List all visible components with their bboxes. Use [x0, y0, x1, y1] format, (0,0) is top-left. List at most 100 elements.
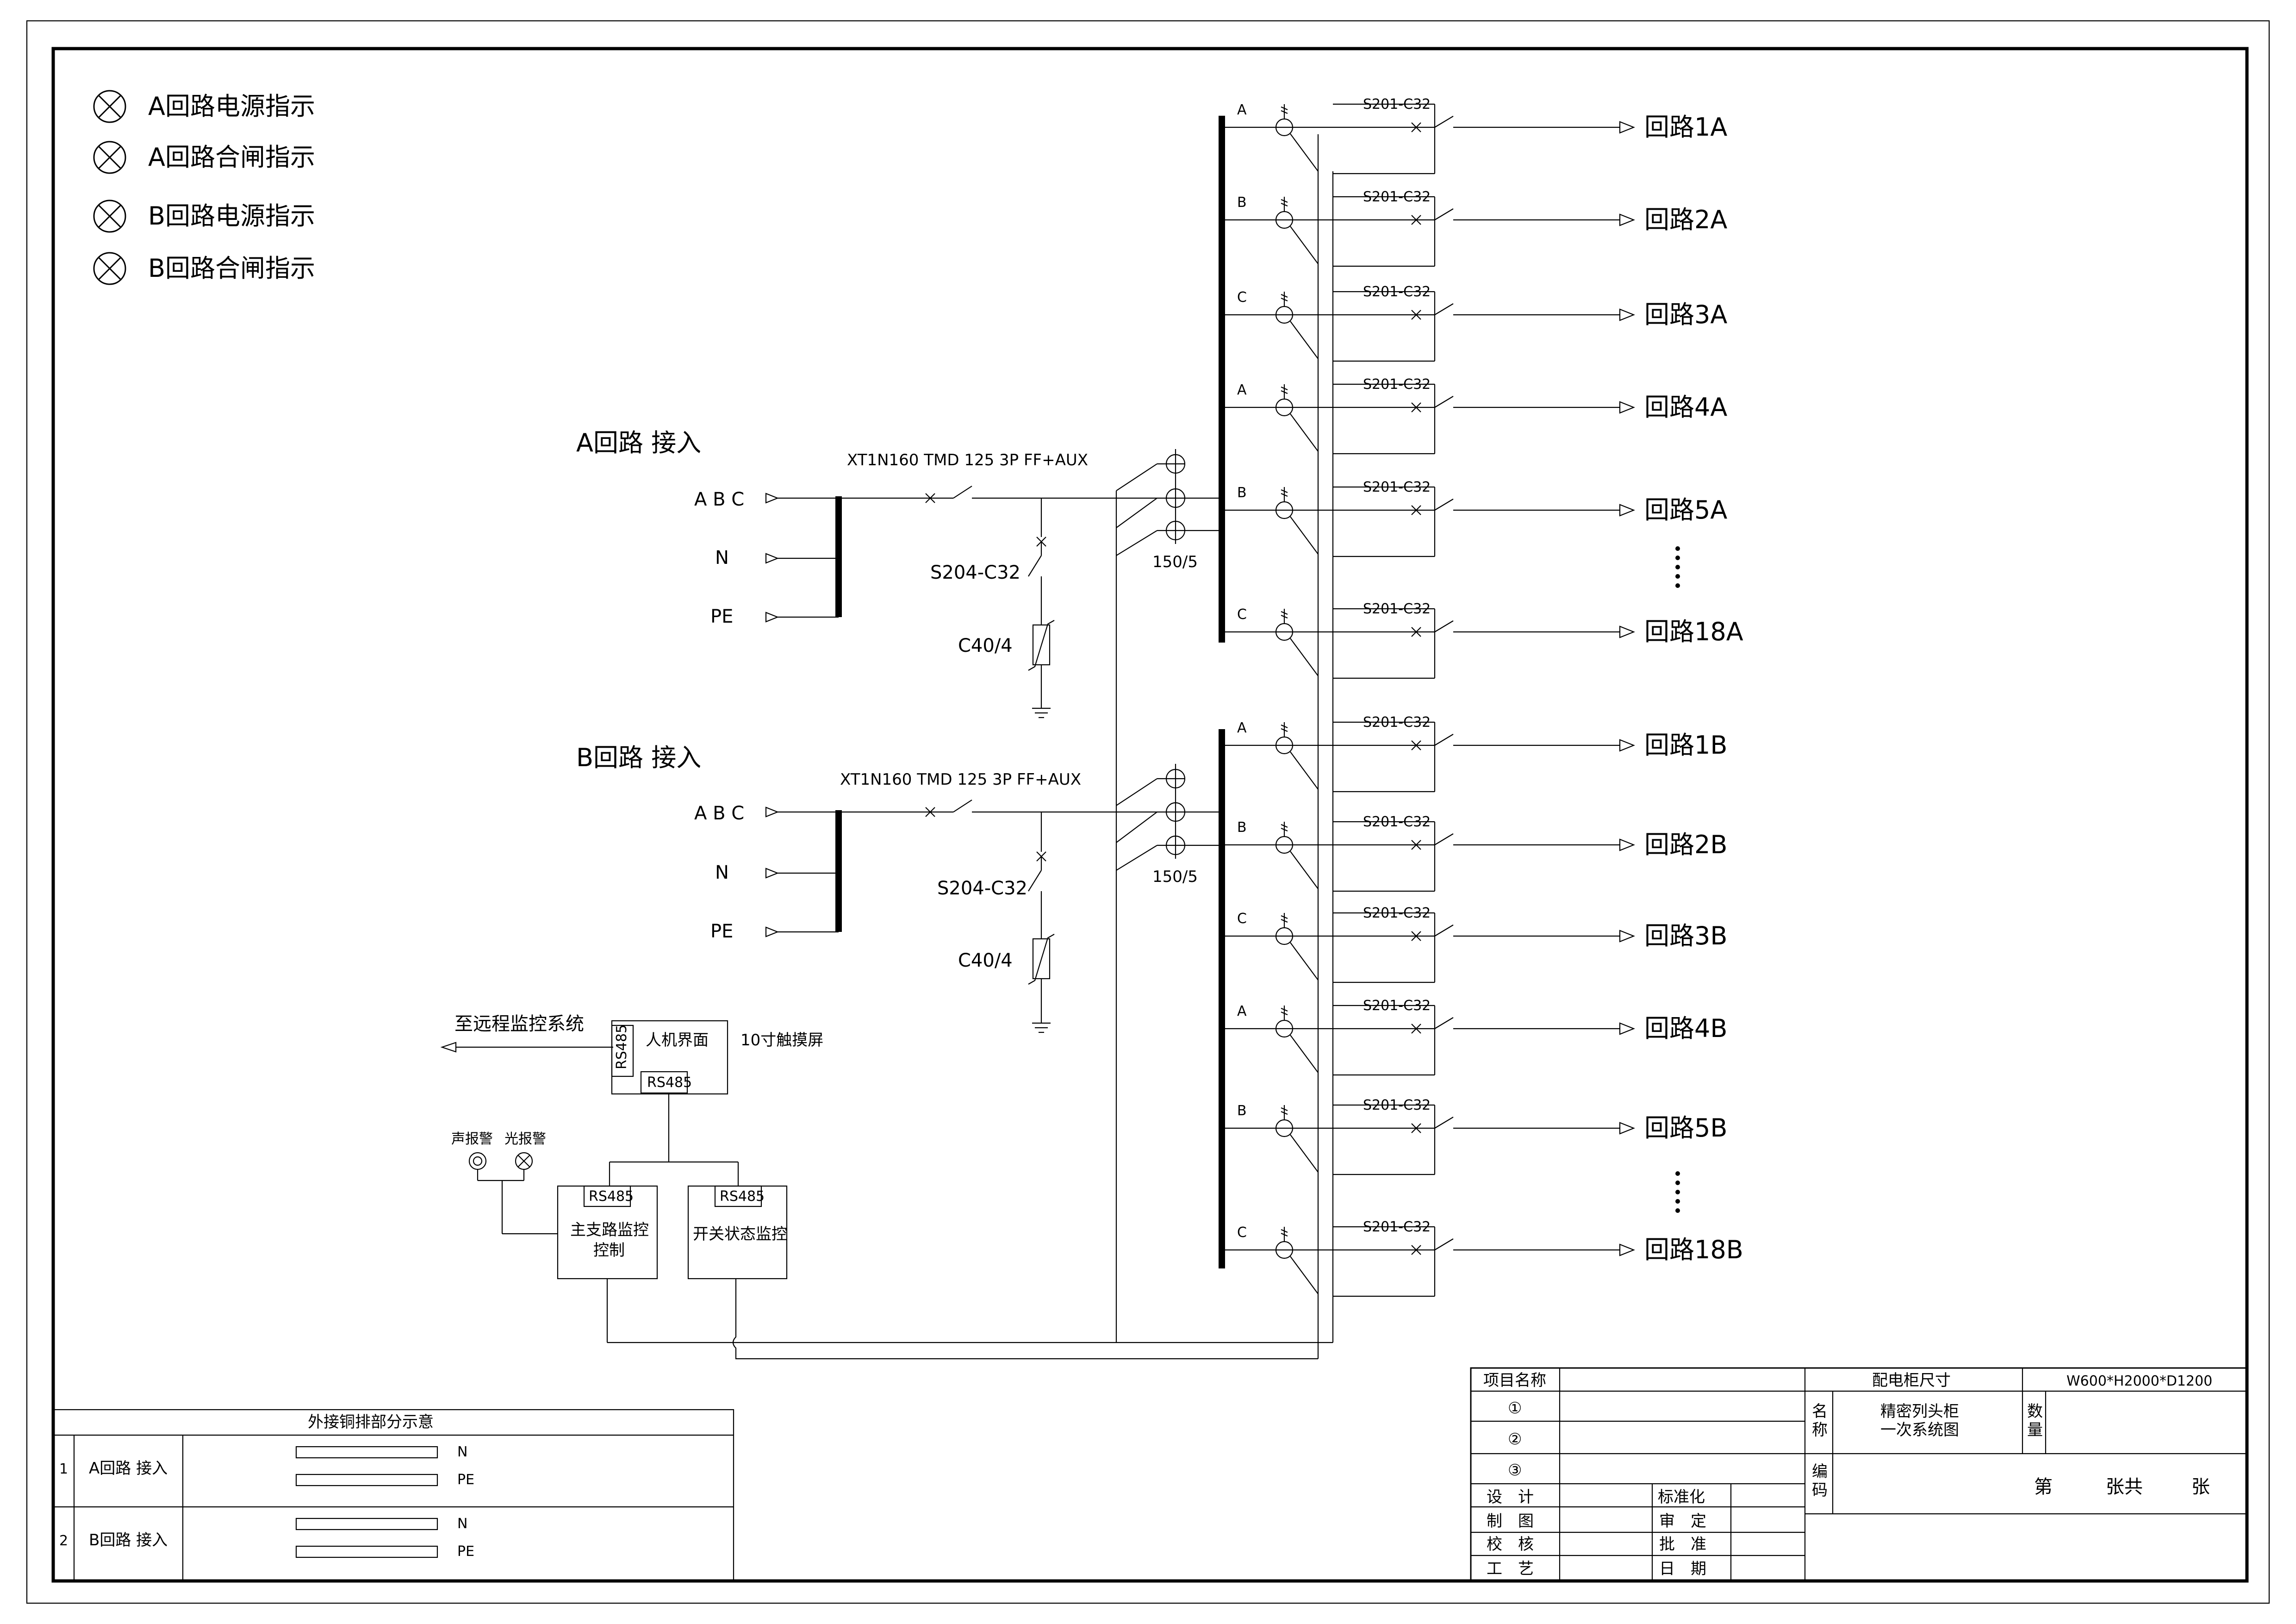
feeder-label: 回路5B [1644, 1113, 1727, 1143]
row-number: 1 [59, 1461, 68, 1477]
arrow-right-icon [1619, 1243, 1635, 1256]
sheet-label: 第 [2034, 1476, 2053, 1498]
drawing-name: 一次系统图 [1880, 1421, 1959, 1439]
date-label: 日 期 [1659, 1560, 1706, 1578]
revision-2: ② [1508, 1430, 1522, 1449]
outer-frame [26, 20, 2270, 1604]
draw-label: 制 图 [1487, 1512, 1534, 1530]
ct-ratio-label: 150/5 [1152, 553, 1198, 571]
rs485-label: RS485 [647, 1074, 692, 1091]
indicator-label: B回路电源指示 [148, 201, 315, 231]
title-block: 项目名称 配电柜尺寸 W600*H2000*D1200 ① ② ③ 名 称 精密… [1470, 1367, 2248, 1582]
row-number: 2 [59, 1533, 68, 1549]
arrow-right-icon [1619, 930, 1635, 943]
phase-label: C [1237, 289, 1247, 306]
busbar-shape-icon [295, 1518, 438, 1530]
surge-arrester-icon [1028, 934, 1055, 1033]
busbar-shape-icon [295, 1446, 438, 1459]
row-name: A回路 接入 [89, 1459, 168, 1478]
breaker-icon [925, 800, 1222, 817]
pe-label: PE [710, 606, 733, 627]
current-transformer-icon [1116, 764, 1222, 871]
main-breaker-label: XT1N160 TMD 125 3P FF+AUX [840, 770, 1081, 789]
quantity-label: 量 [2027, 1421, 2043, 1439]
feeder-label: 回路18B [1644, 1235, 1743, 1264]
indicator-lamp-icon [93, 200, 126, 233]
monitoring-section: 至远程监控系统 RS485 人机界面 RS485 10寸触摸屏 声报警 光报警 … [440, 1013, 1333, 1360]
feeder-label: 回路1B [1644, 731, 1727, 760]
feeder-label: 回路18A [1644, 617, 1743, 646]
remote-system-label: 至远程监控系统 [454, 1013, 584, 1035]
pe-label: PE [457, 1472, 474, 1488]
phase-label: A [1237, 102, 1247, 118]
craft-label: 工 艺 [1487, 1560, 1534, 1578]
phase-label: A B C [694, 803, 744, 824]
quantity-label: 数 [2027, 1402, 2043, 1421]
design-label: 设 计 [1487, 1488, 1534, 1506]
revision-1: ① [1508, 1399, 1522, 1418]
indicator-legend: A回路电源指示 A回路合闸指示 B回路电源指示 B回路合闸指示 [93, 90, 315, 285]
table-title: 外接铜排部分示意 [308, 1413, 434, 1431]
terminal-icon [765, 926, 779, 937]
busbar-shape-icon [295, 1474, 438, 1487]
feeder-label: 回路5A [1644, 495, 1727, 525]
check-label: 校 核 [1487, 1535, 1534, 1554]
standardize-label: 标准化 [1658, 1488, 1705, 1506]
arrow-right-icon [1619, 739, 1635, 752]
rs485-port [583, 1185, 631, 1207]
feeder-label: 回路2A [1644, 205, 1727, 234]
indicator-label: A回路合闸指示 [148, 143, 315, 172]
terminal-icon [765, 553, 779, 564]
review-label: 审 定 [1659, 1512, 1706, 1530]
neutral-label: N [715, 862, 729, 883]
spd-label: C40/4 [958, 950, 1013, 971]
feeder-label: 回路4B [1644, 1014, 1727, 1043]
breaker-icon [925, 486, 1222, 503]
indicator-lamp-icon [93, 141, 126, 174]
busbar-shape-icon [295, 1545, 438, 1558]
terminal-icon [765, 806, 779, 818]
arrow-right-icon [1619, 838, 1635, 851]
phase-label: B [1237, 819, 1247, 836]
phase-label: B [1237, 194, 1247, 211]
incomer-b: B回路 接入 A B C N PE XT1N160 TMD 125 3P FF+… [576, 743, 1222, 1033]
sound-alarm-icon [468, 1152, 487, 1170]
name-label: 称 [1812, 1421, 1828, 1439]
arrow-right-icon [1619, 1122, 1635, 1135]
incomer-a: A回路 接入 A B C N PE XT1N160 TMD 125 3P FF+… [576, 428, 1222, 718]
spd-breaker-icon [1028, 851, 1046, 939]
n-label: N [457, 1516, 467, 1532]
cabinet-size-label: 配电柜尺寸 [1872, 1371, 1951, 1390]
spd-breaker-icon [1028, 537, 1046, 625]
arrow-right-icon [1619, 121, 1635, 134]
main-breaker-label: XT1N160 TMD 125 3P FF+AUX [847, 451, 1088, 469]
continuation-dots [1675, 1171, 1680, 1213]
terminal-icon [765, 612, 779, 623]
arrow-right-icon [1619, 401, 1635, 414]
feeder-label: 回路3B [1644, 921, 1727, 950]
phase-label: C [1237, 911, 1247, 927]
phase-label: C [1237, 1224, 1247, 1241]
sheet-label: 张共 [2106, 1476, 2143, 1498]
cabinet-size-value: W600*H2000*D1200 [2066, 1373, 2212, 1389]
feeder-label: 回路3A [1644, 300, 1727, 329]
terminal-icon [765, 493, 779, 504]
rs485-port [640, 1071, 688, 1094]
sheet-label: 张 [2191, 1476, 2210, 1498]
spd-breaker-label: S204-C32 [930, 562, 1020, 583]
phase-label: B [1237, 485, 1247, 501]
light-alarm-label: 光报警 [504, 1131, 546, 1147]
sound-alarm-label: 声报警 [451, 1131, 493, 1147]
arrow-right-icon [1619, 504, 1635, 517]
inner-frame [51, 47, 2249, 1583]
